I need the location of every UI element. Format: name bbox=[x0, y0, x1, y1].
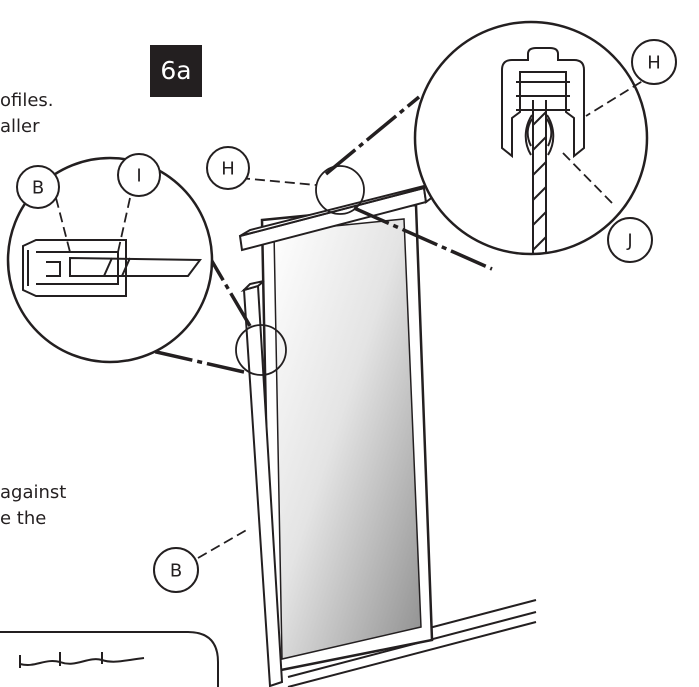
callout-j: J bbox=[607, 217, 653, 263]
callout-h-mid: H bbox=[206, 146, 250, 190]
instruction-text-line-1: against bbox=[0, 482, 67, 503]
callout-h-top-label: H bbox=[647, 53, 661, 74]
instruction-text-line-2: e the bbox=[0, 508, 47, 529]
callout-b-bottom: B bbox=[153, 547, 199, 593]
detail-circle-side bbox=[6, 156, 214, 364]
magnifier-circle-top bbox=[315, 165, 365, 215]
callout-leader-lines bbox=[55, 73, 655, 559]
callout-j-label: J bbox=[626, 231, 632, 252]
callout-b-top: B bbox=[16, 165, 60, 209]
callout-b-bottom-label: B bbox=[170, 561, 182, 582]
callout-h-mid-label: H bbox=[221, 159, 235, 180]
callout-h-top: H bbox=[631, 39, 677, 85]
magnifier-circle-side bbox=[235, 324, 287, 376]
callout-b-top-label: B bbox=[32, 178, 44, 199]
step-badge: 6a bbox=[150, 45, 202, 97]
callout-i-top: I bbox=[117, 153, 161, 197]
callout-i-top-label: I bbox=[136, 166, 141, 187]
detail-circle-top bbox=[413, 20, 649, 256]
intro-text-line-1: ofiles. bbox=[0, 90, 54, 111]
top-rail-h bbox=[238, 182, 436, 252]
inset-box-partial bbox=[0, 631, 219, 687]
intro-text-line-2: aller bbox=[0, 116, 40, 137]
glass-panel bbox=[260, 203, 434, 674]
side-profile-b bbox=[240, 280, 284, 687]
